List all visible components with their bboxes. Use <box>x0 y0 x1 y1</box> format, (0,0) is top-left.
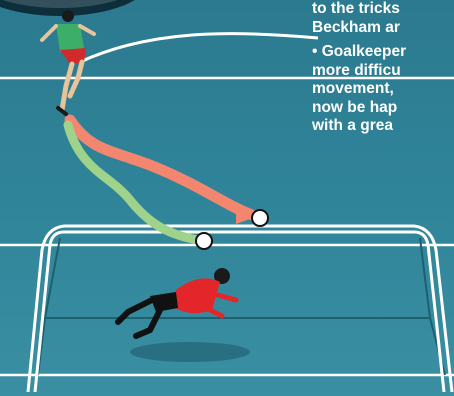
football-icon <box>252 210 268 226</box>
keeper-shadow <box>130 342 250 362</box>
football-icon-2 <box>196 233 212 249</box>
ball-flight-line <box>80 34 318 62</box>
goalkeeper-figure <box>118 268 236 336</box>
goal-frame <box>28 226 452 392</box>
caption-line: Beckham ar <box>312 19 454 38</box>
caption-line: more difficu <box>312 62 454 81</box>
caption-line: movement, <box>312 80 454 99</box>
caption-line: with a grea <box>312 117 454 136</box>
attacker-figure <box>42 10 94 114</box>
caption-line: now be hap <box>312 99 454 118</box>
caption-text: to the tricks Beckham ar • Goalkeeper mo… <box>312 0 454 136</box>
caption-line: • Goalkeeper <box>312 43 454 62</box>
caption-line: to the tricks <box>312 0 454 19</box>
